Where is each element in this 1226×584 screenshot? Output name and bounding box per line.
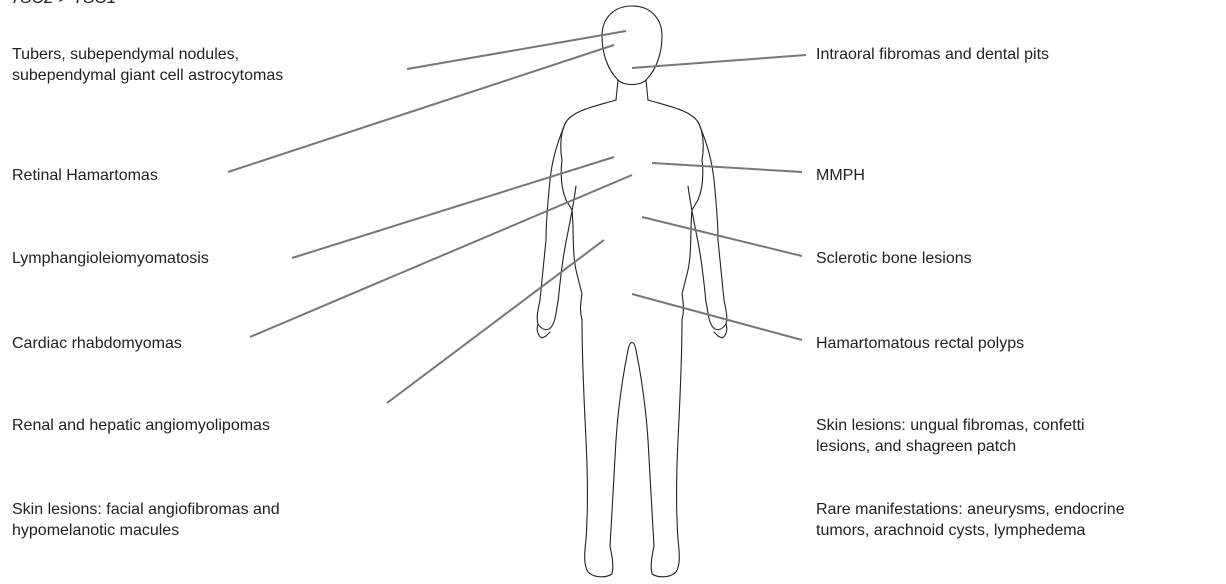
label-tubers-line2: subependymal giant cell astrocytomas — [12, 65, 283, 86]
label-cardiac: Cardiac rhabdomyomas — [12, 333, 182, 354]
label-tubers: Tubers, subependymal nodules, subependym… — [12, 44, 283, 86]
torso-left — [561, 100, 616, 320]
leader-tubers — [407, 31, 626, 69]
label-lam: Lymphangioleiomyomatosis — [12, 248, 209, 269]
label-intraoral-line1: Intraoral fibromas and dental pits — [816, 44, 1049, 65]
leader-rectal — [632, 294, 802, 340]
label-skin-facial-line1: Skin lesions: facial angiofibromas and — [12, 499, 280, 520]
right-leg — [636, 320, 682, 577]
neck-left — [616, 80, 618, 100]
label-cardiac-line1: Cardiac rhabdomyomas — [12, 333, 182, 354]
label-lam-line1: Lymphangioleiomyomatosis — [12, 248, 209, 269]
label-sclerotic: Sclerotic bone lesions — [816, 248, 972, 269]
leader-sclerotic — [642, 217, 802, 256]
human-figure-outline — [537, 6, 727, 577]
neck-right — [646, 80, 648, 100]
label-skin-facial: Skin lesions: facial angiofibromas and h… — [12, 499, 280, 541]
label-mmph-line1: MMPH — [816, 165, 865, 186]
label-rare: Rare manifestations: aneurysms, endocrin… — [816, 499, 1125, 541]
right-arm — [688, 122, 727, 330]
label-mmph: MMPH — [816, 165, 865, 186]
label-sclerotic-line1: Sclerotic bone lesions — [816, 248, 972, 269]
label-rectal-line1: Hamartomatous rectal polyps — [816, 333, 1024, 354]
leader-retinal — [228, 45, 614, 172]
left-leg — [582, 320, 628, 577]
label-skin-ungual: Skin lesions: ungual fibromas, confetti … — [816, 415, 1085, 457]
label-skin-ungual-line1: Skin lesions: ungual fibromas, confetti — [816, 415, 1085, 436]
label-skin-facial-line2: hypomelanotic macules — [12, 520, 280, 541]
label-retinal: Retinal Hamartomas — [12, 165, 158, 186]
label-intraoral: Intraoral fibromas and dental pits — [816, 44, 1049, 65]
label-renal-line1: Renal and hepatic angiomyolipomas — [12, 415, 270, 436]
label-renal: Renal and hepatic angiomyolipomas — [12, 415, 270, 436]
leader-lines — [228, 31, 806, 403]
label-skin-ungual-line2: lesions, and shagreen patch — [816, 436, 1085, 457]
label-rare-line1: Rare manifestations: aneurysms, endocrin… — [816, 499, 1125, 520]
leader-mmph — [652, 163, 802, 172]
left-arm — [537, 122, 576, 330]
torso-right — [648, 100, 703, 320]
label-retinal-line1: Retinal Hamartomas — [12, 165, 158, 186]
label-tubers-line1: Tubers, subependymal nodules, — [12, 44, 283, 65]
label-rectal: Hamartomatous rectal polyps — [816, 333, 1024, 354]
crotch — [628, 343, 636, 351]
label-rare-line2: tumors, arachnoid cysts, lymphedema — [816, 520, 1125, 541]
